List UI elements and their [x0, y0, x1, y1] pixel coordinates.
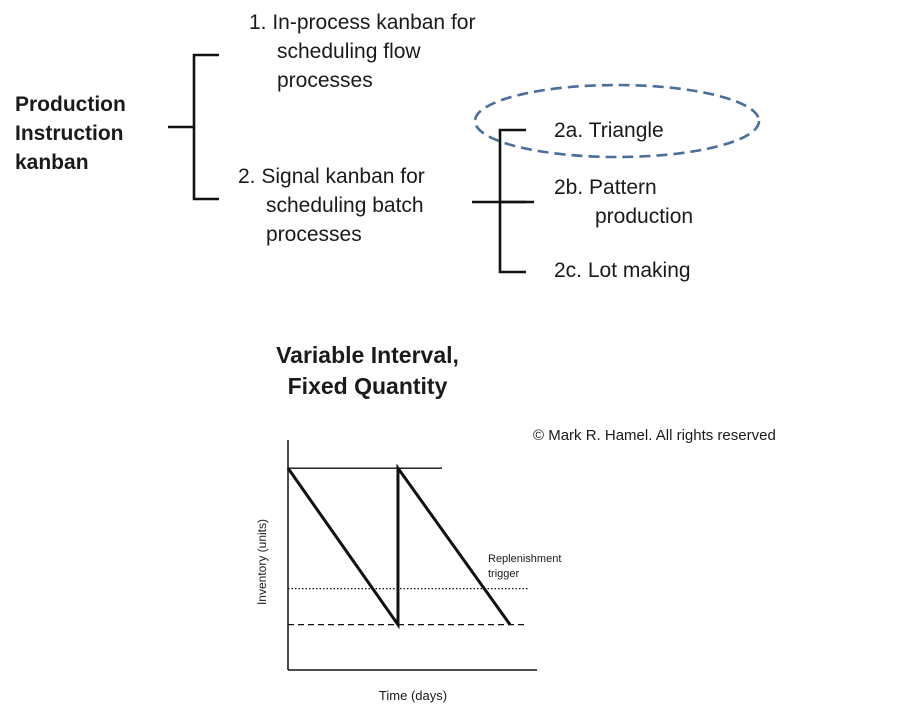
triangle-highlight-ellipse — [473, 83, 761, 159]
item2b-line: 2b. Pattern — [554, 176, 657, 199]
root-label-line: Production — [15, 93, 126, 116]
in-process-kanban-item: 1. In-process kanban for scheduling flow… — [249, 8, 475, 95]
item2b-line: production — [595, 205, 694, 228]
tree-brackets — [168, 53, 534, 274]
signal-kanban-item: 2. Signal kanban for scheduling batch pr… — [238, 162, 425, 249]
x-axis-label: Time (days) — [378, 688, 448, 703]
item2-line: 2. Signal kanban for — [238, 165, 425, 188]
lot-making-item: 2c. Lot making — [554, 259, 691, 282]
y-axis-label: Inventory (units) — [255, 518, 269, 606]
annotation-line: Replenishment — [488, 553, 562, 565]
chart-title: Variable Interval, Fixed Quantity — [210, 340, 525, 402]
item2-line: processes — [266, 223, 362, 246]
replenishment-trigger-annotation: Replenishment trigger — [488, 552, 561, 582]
triangle-item: 2a. Triangle — [554, 119, 664, 142]
item1-line: processes — [277, 69, 373, 92]
production-instruction-kanban-label: Production Instruction kanban — [15, 90, 126, 177]
root-bracket — [192, 53, 219, 201]
item1-line: 1. In-process kanban for — [249, 11, 476, 34]
copyright-notice: © Mark R. Hamel. All rights reserved — [533, 427, 776, 444]
chart-area — [286, 440, 537, 671]
chart-title-line: Fixed Quantity — [287, 373, 448, 399]
root-label-line: kanban — [15, 151, 89, 174]
item2-line: scheduling batch — [266, 194, 424, 217]
annotation-line: trigger — [488, 568, 520, 580]
chart-title-line: Variable Interval, — [276, 342, 459, 368]
inventory-sawtooth-line — [286, 463, 512, 630]
pattern-production-item: 2b. Pattern production — [554, 173, 693, 231]
root-label-line: Instruction — [15, 122, 124, 145]
item1-line: scheduling flow — [277, 40, 421, 63]
